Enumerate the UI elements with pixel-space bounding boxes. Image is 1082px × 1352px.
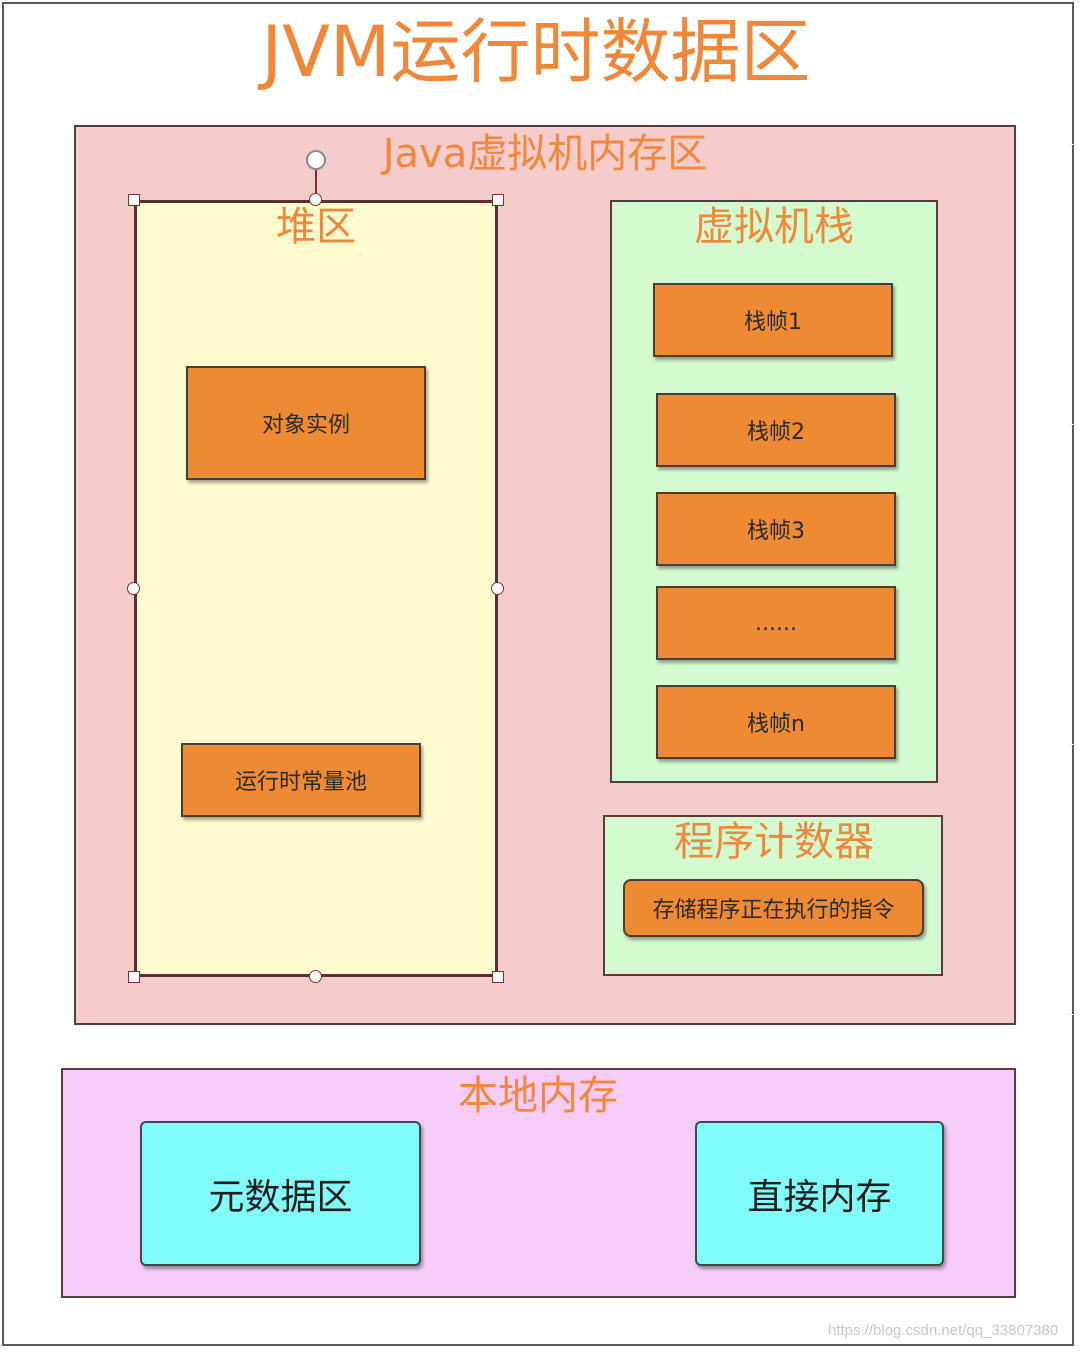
native-memory-label: 本地内存 [458, 1073, 618, 1119]
resize-handle-top[interactable] [309, 193, 322, 206]
program-counter-description-box[interactable]: 存储程序正在执行的指令 [623, 879, 924, 937]
resize-handle-bottom-left[interactable] [128, 971, 140, 983]
watermark: https://blog.csdn.net/qq_33807380 [828, 1322, 1059, 1339]
metaspace-box[interactable]: 元数据区 [140, 1121, 421, 1266]
resize-handle-bottom-right[interactable] [492, 971, 504, 983]
heap-label: 堆区 [276, 204, 356, 250]
resize-handle-top-left[interactable] [128, 194, 140, 206]
stack-frame-1[interactable]: 栈帧1 [653, 283, 893, 357]
stack-frame-3[interactable]: 栈帧3 [656, 492, 896, 566]
stack-frame-2[interactable]: 栈帧2 [656, 393, 896, 467]
jvm-memory-label: Java虚拟机内存区 [382, 131, 708, 177]
resize-handle-right[interactable] [491, 582, 504, 595]
direct-memory-box[interactable]: 直接内存 [695, 1121, 944, 1266]
vm-stack-label: 虚拟机栈 [694, 204, 854, 250]
object-instance-box[interactable]: 对象实例 [186, 366, 426, 480]
grid-tick [1070, 1014, 1074, 1015]
grid-tick [1070, 144, 1074, 145]
stack-frame-n[interactable]: 栈帧n [656, 685, 896, 759]
diagram-title: JVM运行时数据区 [261, 11, 811, 93]
runtime-constant-pool-box[interactable]: 运行时常量池 [181, 743, 421, 817]
heap-region[interactable] [134, 200, 498, 977]
rotate-handle-stem [315, 166, 317, 200]
grid-tick [1070, 424, 1074, 425]
program-counter-label: 程序计数器 [674, 819, 874, 865]
resize-handle-left[interactable] [127, 582, 140, 595]
stack-frame-ellipsis[interactable]: ...... [656, 586, 896, 660]
resize-handle-top-right[interactable] [492, 194, 504, 206]
resize-handle-bottom[interactable] [309, 970, 322, 983]
rotate-handle[interactable] [306, 150, 326, 170]
grid-tick [1070, 744, 1074, 745]
